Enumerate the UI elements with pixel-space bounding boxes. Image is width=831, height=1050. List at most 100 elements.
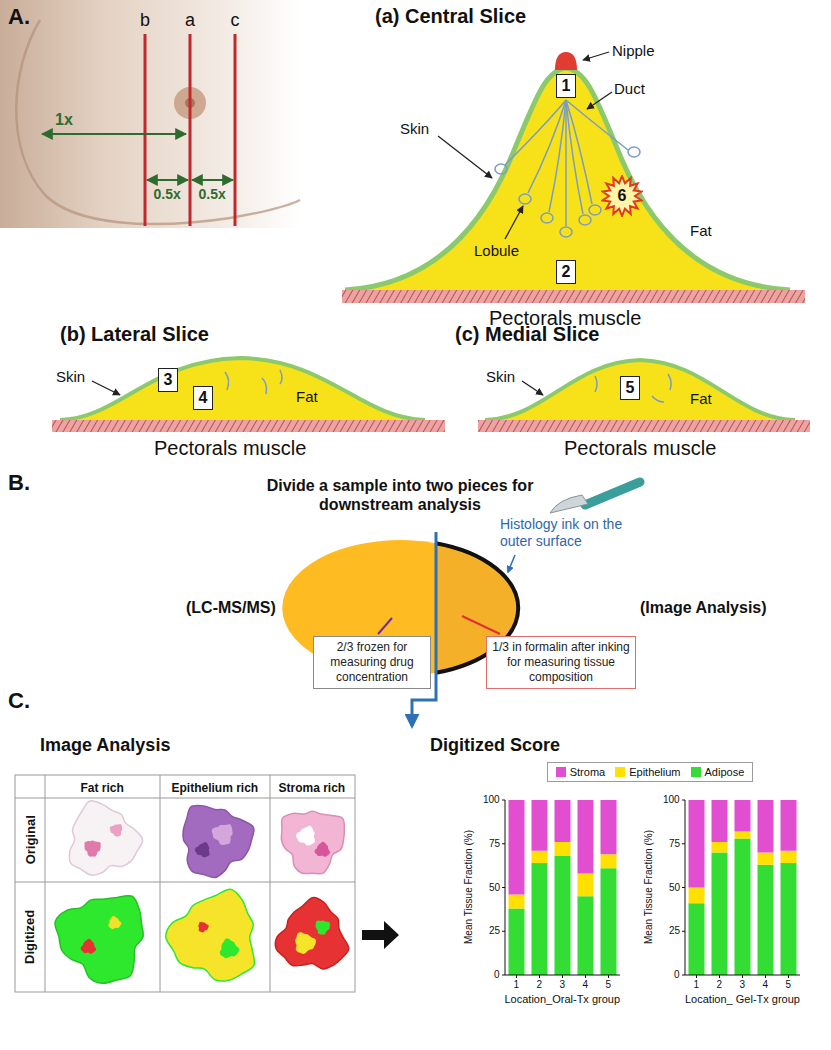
tissue-patch (315, 842, 331, 857)
dimension-label: 0.5x (154, 186, 181, 203)
part-label: Fat (690, 222, 712, 240)
part-label: Fat (296, 388, 318, 406)
bar-segment (712, 853, 728, 976)
leader-arrow (587, 92, 612, 109)
cut-flow-arrow (412, 532, 436, 726)
part-label: Fat (690, 390, 712, 408)
muscle-band (342, 290, 805, 303)
duct (566, 100, 628, 150)
axis-tick: 0 (674, 969, 680, 981)
stacked-bar-chart (502, 800, 620, 978)
duct (595, 376, 597, 392)
axis-tick: 75 (669, 838, 680, 850)
axis-tick: 4 (583, 979, 589, 991)
tissue-section (55, 896, 143, 984)
tissue-patch (198, 922, 208, 933)
skin-line (345, 68, 790, 290)
axis-title: Mean Tissue Fraction (%) (643, 830, 655, 944)
tissue-patch (220, 939, 240, 959)
duct (280, 370, 282, 384)
bar-segment (555, 800, 571, 842)
tissue-section (166, 889, 255, 981)
central-slice (342, 52, 805, 303)
tissue-patch (108, 916, 121, 929)
part-label: Lobule (474, 242, 519, 260)
legend-swatch (615, 767, 625, 777)
tissue-patch (212, 824, 233, 845)
dimension-label: 0.5x (199, 186, 226, 203)
lobule (519, 194, 531, 204)
step-heading: Divide a sample into two pieces for down… (255, 476, 545, 514)
dimension-arrow (147, 179, 188, 181)
leader-arrow (505, 206, 523, 239)
tissue-patch (296, 826, 315, 846)
tick-mark (502, 887, 505, 888)
row-header: Digitized (22, 910, 38, 964)
note-label: Histology ink on the outer surface (500, 516, 650, 550)
part-label: Skin (486, 368, 515, 386)
leader-arrow (438, 136, 492, 178)
legend-item: Stroma (556, 766, 605, 778)
chart-legend: StromaEpitheliumAdipose (547, 762, 754, 782)
leader-line (462, 616, 500, 634)
muscle-band (52, 420, 445, 432)
bar-segment (689, 800, 705, 888)
axis-tick: 5 (786, 979, 792, 991)
dimension-arrow (192, 179, 233, 181)
axis-tick: 4 (763, 979, 769, 991)
callout-number: 4 (193, 386, 214, 409)
dimension-label: 1x (55, 110, 73, 129)
table-rule (270, 775, 271, 992)
stacked-bar-chart (682, 800, 800, 978)
leader-arrow (92, 381, 120, 395)
axis-title: Mean Tissue Fraction (%) (463, 830, 475, 944)
tissue-images (55, 801, 349, 984)
bar-segment (509, 909, 525, 976)
skin-area (0, 0, 300, 228)
table-rule (15, 798, 355, 799)
tissue-section (281, 811, 344, 874)
legend-text: Adipose (705, 766, 745, 778)
callout-starburst: 6 (601, 175, 643, 217)
bar-segment (712, 800, 728, 842)
bar-segment (578, 874, 594, 897)
axis-tick: 75 (489, 838, 500, 850)
tissue-patch (110, 824, 123, 837)
axis-tick: 50 (489, 882, 500, 894)
axis-tick: 5 (606, 979, 612, 991)
table-rule (45, 775, 46, 992)
table-rule (160, 775, 161, 992)
table-frame (15, 775, 355, 992)
legend-swatch (691, 767, 701, 777)
part-label: Pectorals muscle (154, 436, 306, 460)
part-label: Pectorals muscle (564, 436, 716, 460)
fat-region (60, 358, 425, 420)
bar-segment (578, 896, 594, 975)
cut-line (144, 34, 147, 226)
tissue-patch (195, 842, 210, 857)
fat-region (485, 360, 795, 420)
axis-tick: 1 (694, 979, 700, 991)
callout-text: 1 (562, 77, 571, 94)
cut-letter: a (185, 10, 195, 32)
axis-title: Location_ Gel-Tx group (685, 993, 800, 1006)
breast-photo (0, 0, 300, 228)
x-axis (505, 975, 620, 976)
bar-segment (758, 800, 774, 853)
duct (549, 100, 566, 212)
callout-number: 3 (158, 368, 179, 391)
bar-segment (689, 888, 705, 904)
axis-tick: 0 (494, 969, 500, 981)
skin-line (60, 358, 425, 420)
axis-tick: 3 (740, 979, 746, 991)
callout-number: 5 (620, 376, 641, 399)
duct (652, 396, 664, 402)
callout-text: 4 (199, 389, 208, 406)
axis-tick: 2 (717, 979, 723, 991)
bar-segment (601, 854, 617, 868)
bar-segment (532, 851, 548, 863)
method-label: (LC-MS/MS) (186, 598, 276, 617)
breast-contour (16, 20, 300, 224)
medial-slice (478, 360, 810, 432)
bar-segment (689, 903, 705, 975)
